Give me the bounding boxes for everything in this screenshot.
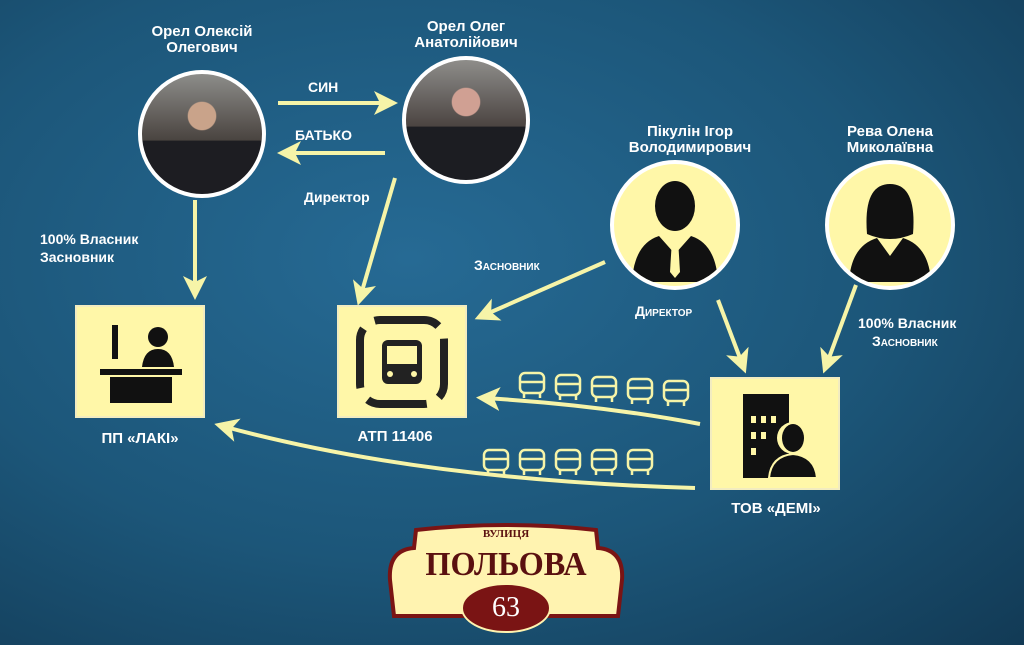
bus-icon [554, 373, 582, 400]
company-label: ПП «ЛАКІ» [101, 430, 179, 447]
label-son: СИН [308, 79, 339, 95]
company-label: АТП 11406 [357, 428, 433, 445]
company-label: ТОВ «ДЕМІ» [731, 500, 821, 517]
reception-desk-icon [100, 324, 182, 403]
bus-icon [590, 448, 618, 475]
man-silhouette-icon [610, 160, 740, 290]
photo-older-man-icon [402, 56, 530, 184]
company-demi [710, 377, 840, 490]
bus-icon [554, 448, 582, 475]
sign-house-number: 63 [492, 592, 520, 623]
company-atp [337, 305, 467, 418]
bus-icon [482, 448, 510, 475]
office-building-person-icon [743, 393, 819, 479]
bus-icon [518, 371, 546, 398]
arrow-founder [474, 260, 606, 321]
woman-silhouette-icon [825, 160, 955, 290]
label-director: Директор [304, 189, 370, 205]
sign-street-name: ПОЛЬОВА [425, 546, 587, 583]
photo-young-man-icon [138, 70, 266, 198]
arrow-owner2 [820, 284, 858, 374]
label-founder: Засновник [474, 257, 540, 273]
company-laki [75, 305, 205, 418]
bus-icon [590, 375, 618, 402]
bus-icon [518, 448, 546, 475]
label-director: Директор [635, 303, 693, 319]
arrow-demi-laki [214, 418, 696, 490]
bus-icon [626, 448, 654, 475]
arrow-director2 [716, 299, 749, 374]
street-sign: ВУЛИЦЯ ПОЛЬОВА 63 [386, 520, 626, 635]
bus-station-icon [356, 315, 448, 408]
sign-top-text: ВУЛИЦЯ [482, 528, 530, 540]
bus-icon [662, 379, 690, 406]
arrow-director1 [352, 177, 397, 306]
bus-icon [626, 377, 654, 404]
arrow-demi-atp [476, 386, 701, 426]
label-father: БАТЬКО [295, 127, 352, 143]
